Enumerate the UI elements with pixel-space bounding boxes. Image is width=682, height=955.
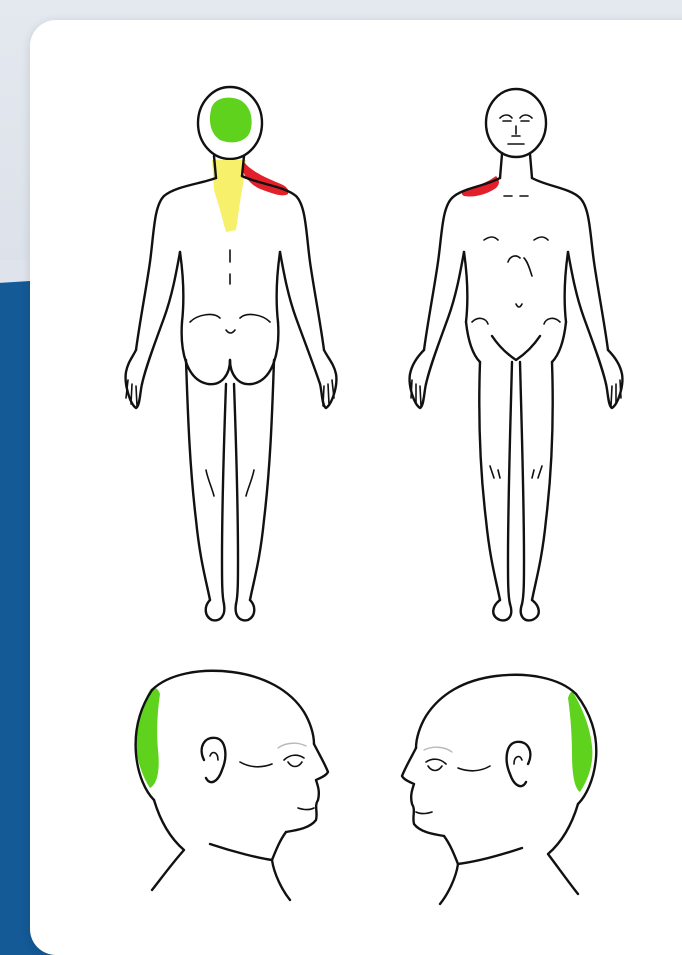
figure-head-facing-right [136,671,328,900]
body-chart [30,20,682,955]
diagram-card [30,20,682,955]
pain-mark-green-head-right [568,692,592,792]
figure-body-front [410,89,623,620]
pain-mark-yellow-neck [212,160,246,232]
figure-body-back [126,87,337,620]
front-head-outline [486,89,546,157]
pain-mark-green-back-head [210,98,252,143]
figure-head-facing-left [402,675,596,904]
